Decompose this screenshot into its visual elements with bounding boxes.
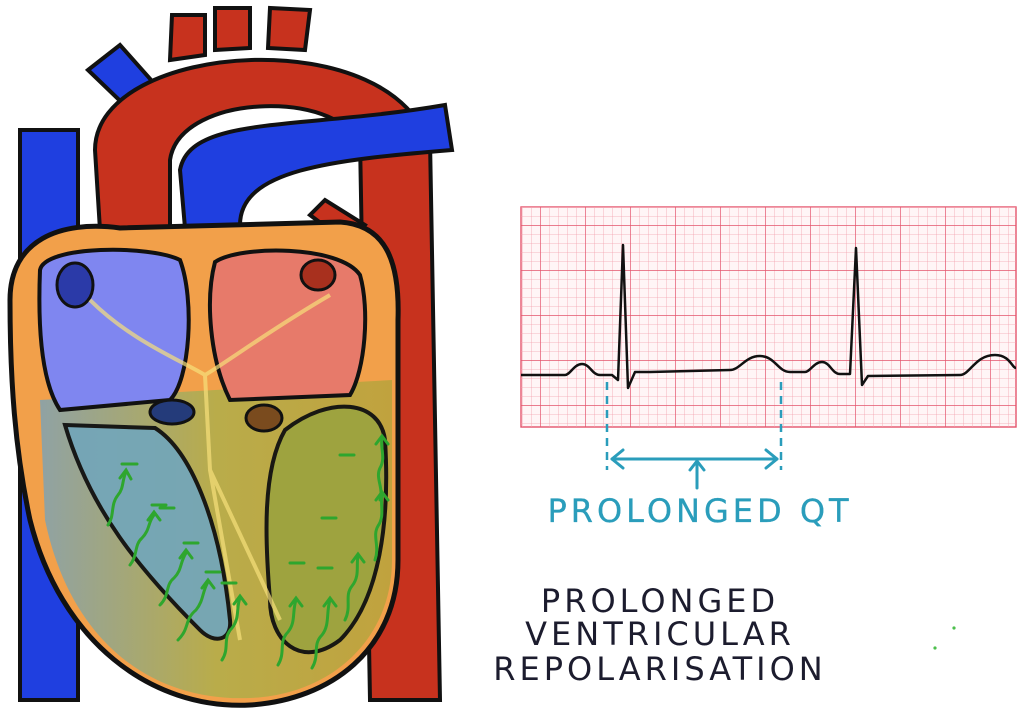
repolarisation-arrow-icon: [320, 516, 366, 622]
ecg-strip: [520, 206, 1017, 428]
arch-branch-1: [167, 13, 207, 63]
stray-dot: [952, 626, 956, 630]
repolarisation-arrow-icon: [220, 581, 248, 662]
caption-line-2: VENTRICULAR: [525, 615, 795, 653]
repolarisation-arrow-icon: [176, 570, 222, 642]
repolarisation-arrow-icon: [276, 561, 306, 667]
repolarisation-arrow-icon: [128, 503, 168, 567]
caption-line-1: PROLONGED: [541, 582, 779, 620]
repolarisation-arrow-icon: [158, 433, 390, 510]
arch-branch-2: [213, 6, 252, 53]
qt-bracket-arrow-icon: [610, 448, 779, 490]
tricuspid-valve: [148, 398, 196, 426]
repolarisation-arrow-icon: [106, 462, 139, 527]
stray-dot: [933, 646, 937, 650]
qt-label: PROLONGED QT: [547, 492, 852, 530]
qt-interval-marker: [605, 382, 783, 490]
pulmonary-artery: [177, 102, 455, 231]
vena-cava-opening: [55, 261, 95, 309]
repolarisation-arrow-icon: [310, 566, 338, 670]
arch-branch-3: [265, 5, 313, 53]
heart-diagram: [7, 5, 455, 708]
left-atrium: [208, 248, 368, 403]
pulmonary-vein-opening: [299, 258, 337, 292]
caption: PROLONGED VENTRICULAR REPOLARISATION: [493, 582, 826, 688]
caption-line-3: REPOLARISATION: [493, 650, 826, 688]
left-ventricle: [264, 404, 389, 655]
ecg-trace: [521, 243, 1017, 390]
repolarisation-arrow-icon: [158, 541, 200, 607]
repolarisation-waves: [106, 433, 390, 670]
mitral-valve: [244, 403, 284, 433]
